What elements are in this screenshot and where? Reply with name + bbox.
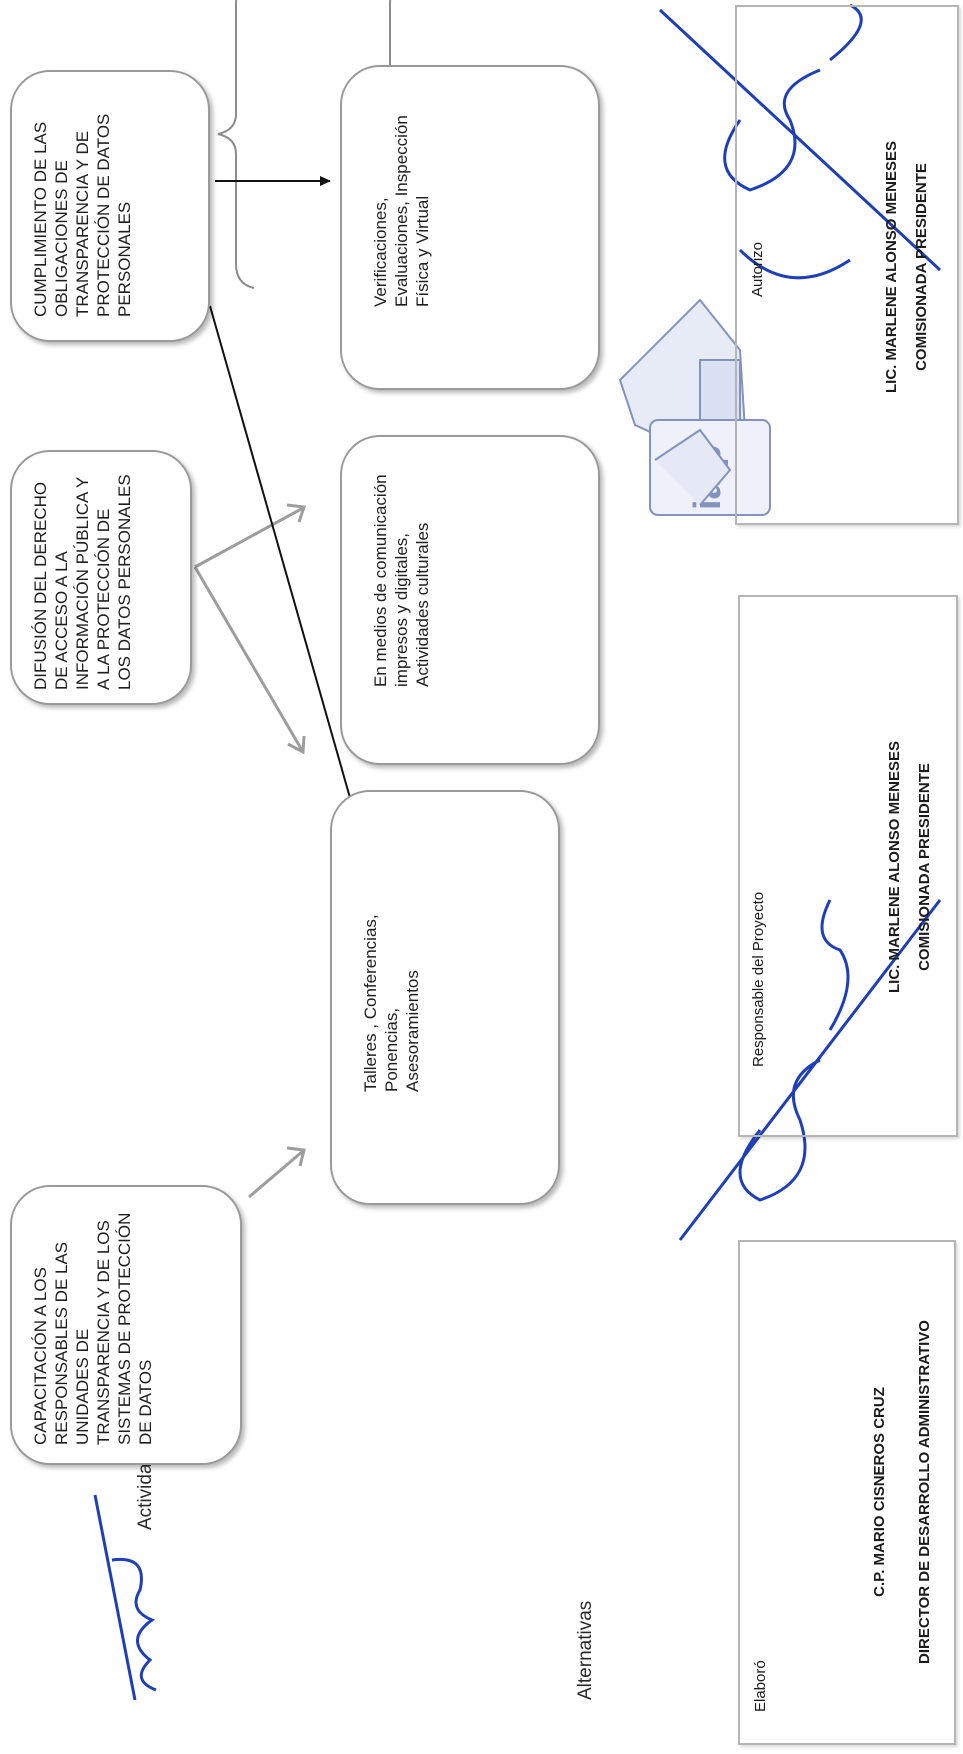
activity-box-capacitacion: CAPACITACIÓN A LOS RESPONSABLES DE LAS U… [10,1185,242,1465]
signature-role-responsable: Responsable del Proyecto [750,891,767,1067]
signature-name-autorizo: LIC. MARLENE ALONSO MENESES [883,141,900,393]
black-arrow-cumplimiento-to-talleres [209,305,373,869]
alternative-box-talleres: Talleres , Conferencias, Ponencias, Ases… [330,790,560,1205]
signature-name-elaboro: C.P. MARIO CISNEROS CRUZ [871,1387,888,1597]
signature-box-responsable: Responsable del Proyecto LIC. MARLENE AL… [738,595,958,1137]
alternative-box-verificaciones: Verificaciones, Evaluaciones, Inspección… [340,65,600,390]
gray-arrow-capacitacion [248,1146,306,1199]
signature-title-autorizo: COMISIONADA PRESIDENTE [913,163,930,371]
signature-box-autorizo: Autorizo LIC. MARLENE ALONSO MENESES COM… [735,5,959,525]
signature-name-responsable: LIC. MARLENE ALONSO MENESES [886,741,903,993]
signature-role-autorizo: Autorizo [749,241,766,297]
activity-text-difusion: DIFUSIÓN DEL DERECHO DE ACCESO A LA INFO… [31,474,134,690]
activity-box-cumplimiento: CUMPLIMIENTO DE LAS OBLIGACIONES DE TRAN… [10,70,210,342]
signature-autorizo [658,3,942,280]
activity-text-cumplimiento: CUMPLIMIENTO DE LAS OBLIGACIONES DE TRAN… [31,113,134,317]
iaip-stamp: iaip [618,298,771,516]
activity-text-capacitacion: CAPACITACIÓN A LOS RESPONSABLES DE LAS U… [31,1212,155,1445]
signature-box-elaboro: Elaboró C.P. MARIO CISNEROS CRUZ DIRECTO… [738,1240,956,1745]
alternative-box-medios: En medios de comunicación impresos y dig… [340,435,600,765]
activity-box-difusion: DIFUSIÓN DEL DERECHO DE ACCESO A LA INFO… [10,450,192,705]
label-alternativas: Alternativas [575,1600,596,1700]
signature-responsable [678,899,942,1241]
alternative-text-verificaciones: Verificaciones, Evaluaciones, Inspección… [371,115,432,307]
signature-title-elaboro: DIRECTOR DE DESARROLLO ADMINISTRATIVO [916,1320,933,1664]
signature-role-elaboro: Elaboró [752,1660,769,1712]
gray-arrow-difusion-to-medios [194,503,307,569]
signature-title-responsable: COMISIONADA PRESIDENTE [916,763,933,971]
gray-arrow-difusion-to-talleres [193,566,306,755]
alternative-text-medios: En medios de comunicación impresos y dig… [371,474,432,687]
signature-elaboro [93,1494,157,1701]
brace-actividades-shape [217,0,255,289]
alternative-text-talleres: Talleres , Conferencias, Ponencias, Ases… [361,914,422,1092]
